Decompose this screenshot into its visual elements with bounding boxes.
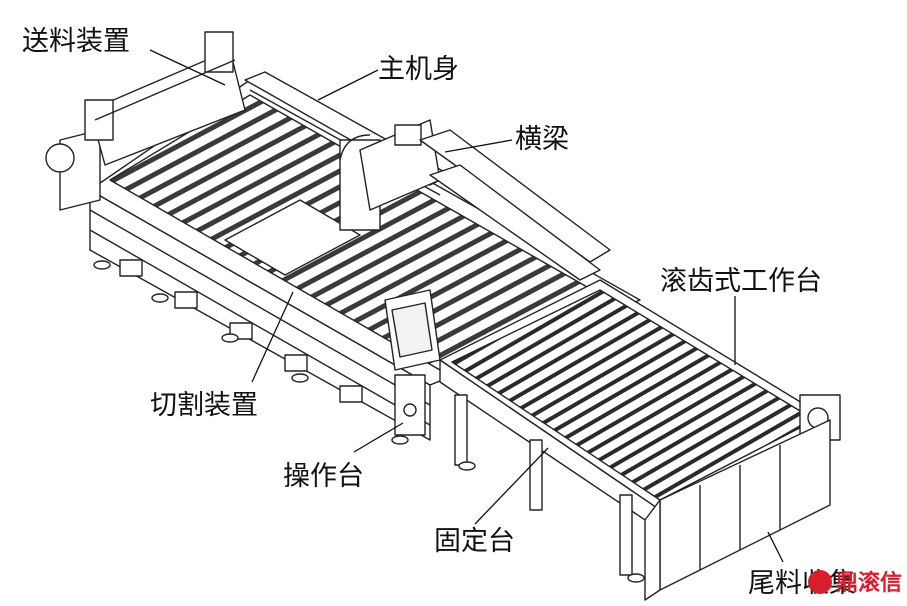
leader-beam xyxy=(444,139,513,153)
leader-tail-collect xyxy=(767,531,784,563)
label-tail-collect: 尾料收集 xyxy=(748,568,856,599)
label-beam: 横梁 xyxy=(515,124,569,155)
leader-main-body xyxy=(317,69,379,101)
leader-console xyxy=(353,422,404,453)
label-feeder: 送料装置 xyxy=(22,26,130,57)
watermark-logo-icon xyxy=(808,570,832,594)
label-roller-table: 滚齿式工作台 xyxy=(660,266,822,297)
leader-cutting xyxy=(251,291,294,383)
label-fixed-table: 固定台 xyxy=(434,526,515,557)
feeder-unit xyxy=(84,31,246,166)
watermark: 鼎滚信 xyxy=(808,570,902,596)
label-main-body: 主机身 xyxy=(378,54,459,85)
watermark-text: 鼎滚信 xyxy=(836,570,902,596)
label-layer: 送料装置 主机身 横梁 滚齿式工作台 切割装置 操作台 固定台 尾料收集 xyxy=(22,26,856,599)
leader-fixed-table xyxy=(474,447,549,525)
label-cutting: 切割装置 xyxy=(150,390,258,421)
label-console: 操作台 xyxy=(283,461,364,492)
crossbeam xyxy=(419,129,611,281)
tail-collect-bin xyxy=(644,419,831,601)
leader-feeder xyxy=(149,49,226,86)
leader-lines xyxy=(149,49,784,563)
operator-console xyxy=(384,289,441,436)
cutting-head xyxy=(224,119,441,276)
